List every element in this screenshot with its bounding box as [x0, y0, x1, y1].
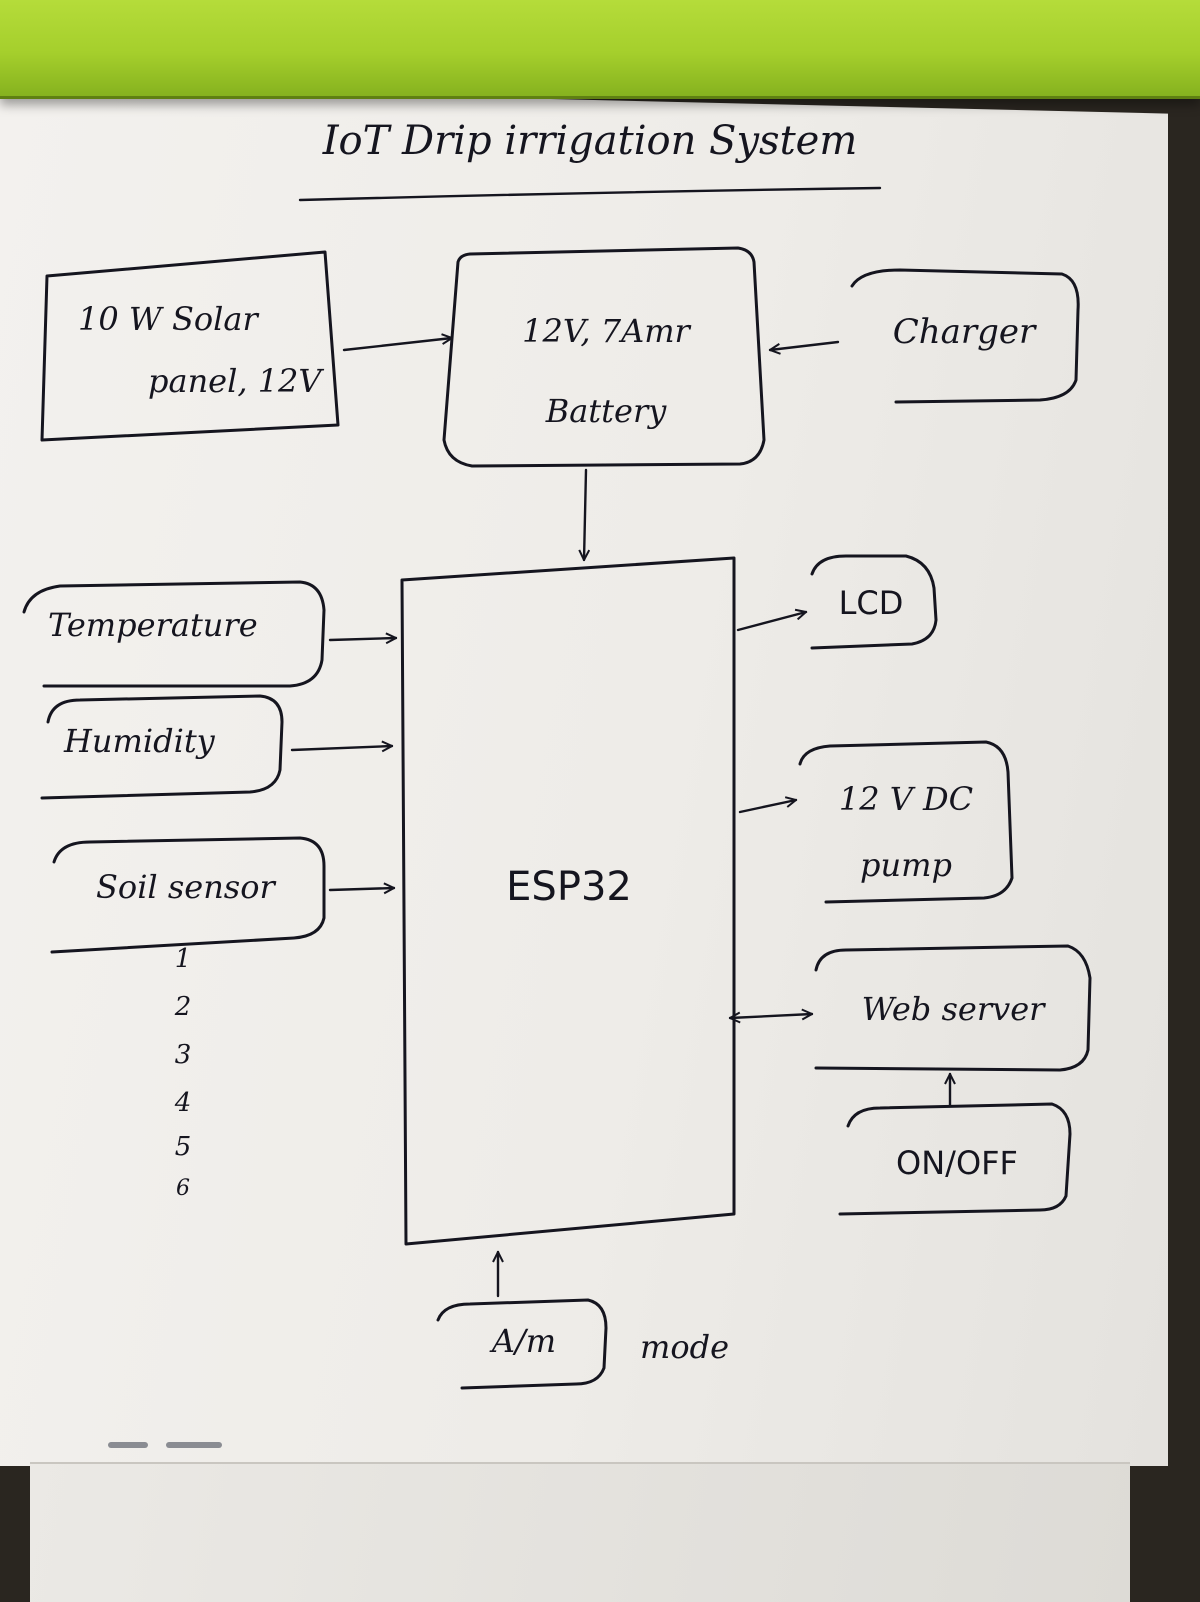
mode-switch-label: A/m: [491, 1322, 557, 1360]
diagram-title: IoT Drip irrigation System: [322, 118, 858, 164]
pump-label-line2: pump: [860, 846, 952, 884]
solar-panel-label-line1: 10 W Solar: [78, 300, 258, 338]
humidity-label: Humidity: [64, 722, 215, 760]
soil-sensor-number: 6: [176, 1176, 190, 1201]
soil-sensor-number: 3: [174, 1040, 192, 1070]
spiral-ring: [166, 1442, 222, 1448]
web-server-label: Web server: [861, 990, 1045, 1028]
arrow-solar-to-battery: [342, 338, 452, 352]
soil-sensor-label: Soil sensor: [96, 868, 275, 906]
lcd-label: LCD: [838, 584, 904, 622]
arrow-temperature-to-esp32: [328, 638, 398, 640]
soil-sensor-number: 4: [174, 1088, 192, 1118]
on-off-box: [838, 1102, 1072, 1216]
humidity-box: [40, 694, 284, 800]
green-binder-clip: [0, 0, 1200, 99]
soil-sensor-number: 5: [174, 1132, 192, 1162]
mode-caption: mode: [640, 1328, 730, 1366]
battery-label-line2: Battery: [545, 392, 667, 430]
esp32-label: ESP32: [506, 864, 632, 910]
soil-sensor-number: 2: [174, 992, 192, 1022]
arrow-charger-to-battery: [770, 340, 840, 350]
arrow-esp32-to-pump: [738, 800, 796, 814]
soil-sensor-number: 1: [174, 944, 192, 974]
arrow-battery-to-esp32: [584, 468, 586, 562]
charger-box: [850, 268, 1080, 404]
battery-label-line1: 12V, 7Amr: [522, 312, 690, 350]
web-server-box: [814, 944, 1092, 1072]
esp32-box: [400, 556, 736, 1246]
battery-box: [442, 246, 766, 468]
pump-label-line1: 12 V DC: [838, 780, 974, 818]
pump-box: [798, 740, 1014, 904]
arrow-soil-to-esp32: [328, 888, 396, 890]
arrow-esp32-to-lcd: [736, 612, 806, 632]
on-off-label: ON/OFF: [896, 1144, 1018, 1182]
notebook-page: [0, 86, 1168, 1466]
next-page-edge: [30, 1462, 1130, 1602]
spiral-ring: [108, 1442, 148, 1448]
charger-label: Charger: [892, 312, 1036, 352]
solar-panel-label-line2: panel, 12V: [148, 362, 322, 400]
temperature-box: [22, 580, 326, 688]
mode-switch-box: [436, 1298, 608, 1390]
temperature-label: Temperature: [48, 606, 258, 644]
arrow-esp32-web-server: [730, 1014, 812, 1018]
title-underline: [298, 186, 882, 202]
solar-panel-box: [40, 250, 340, 442]
lcd-box: [810, 554, 938, 650]
arrow-humidity-to-esp32: [290, 746, 392, 750]
soil-sensor-box: [50, 836, 326, 954]
